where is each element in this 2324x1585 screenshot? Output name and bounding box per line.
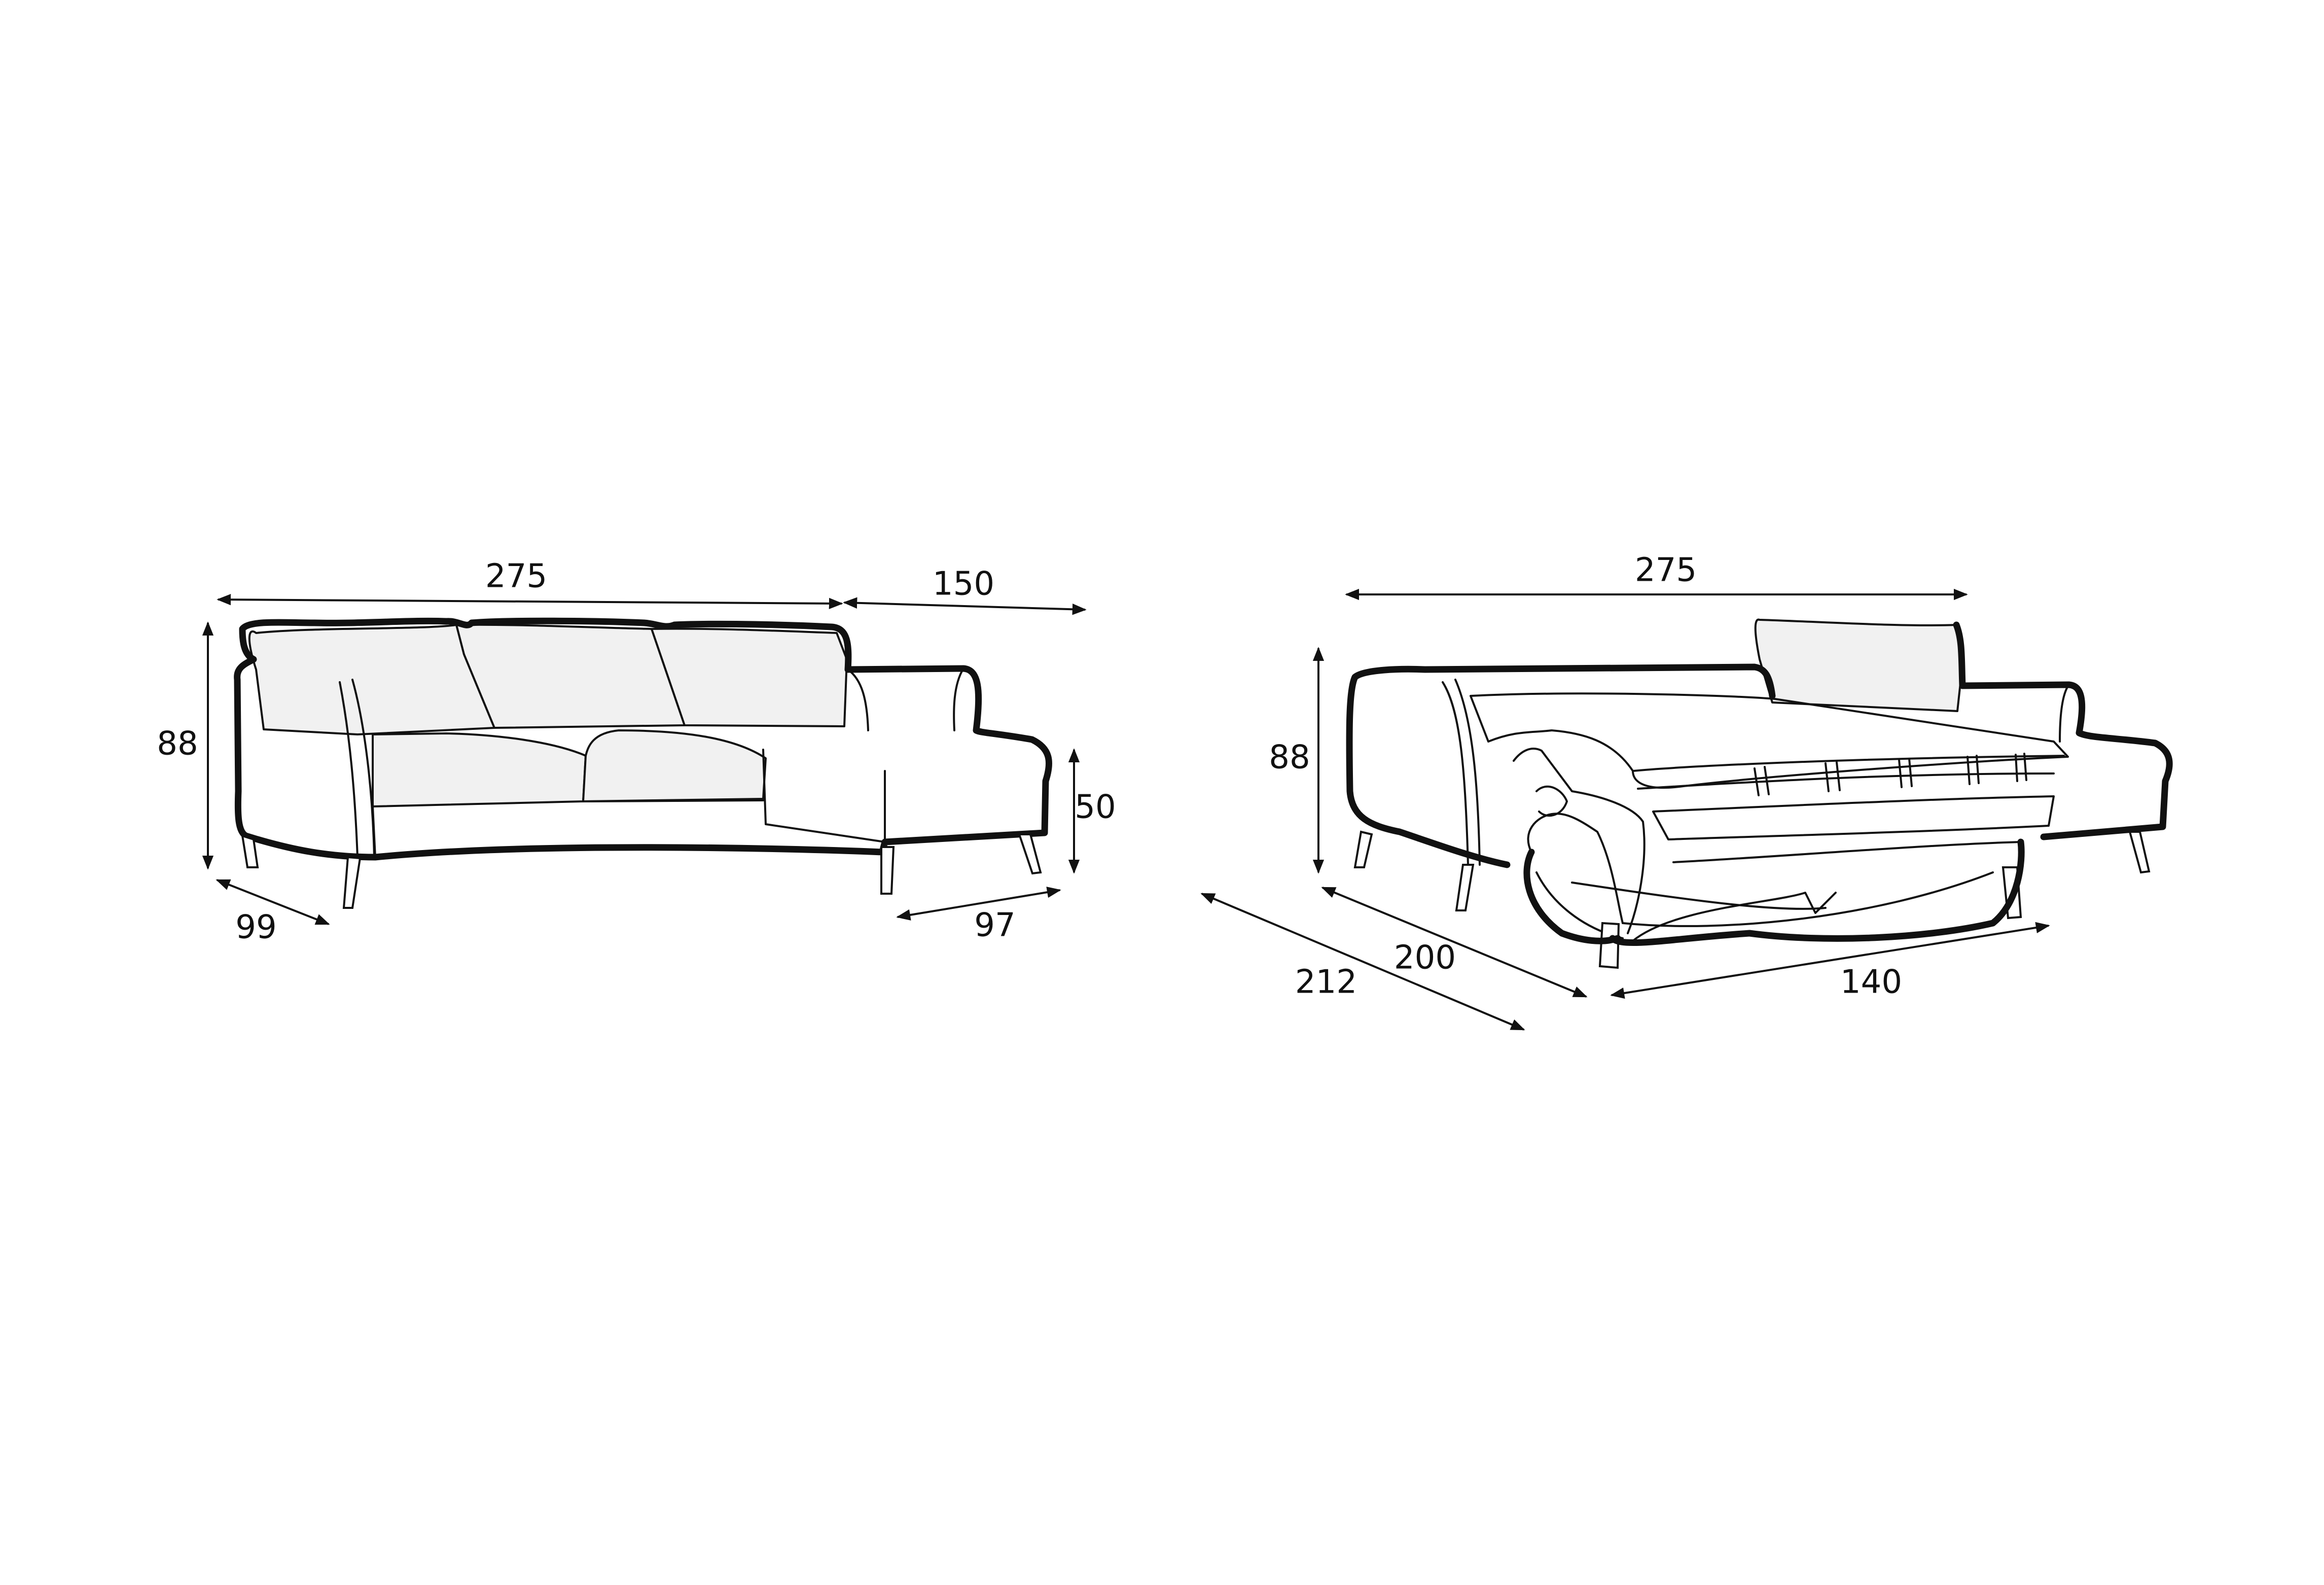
seat-cushion-left <box>372 732 587 807</box>
dimensions-closed: 275 150 88 50 99 97 <box>157 558 1116 946</box>
back-cushion-right-open <box>1754 618 1963 712</box>
dim-label-depth: 99 <box>235 909 276 946</box>
leg-open-front-left <box>1353 830 1373 868</box>
dim-label-seat-height: 50 <box>1075 789 1116 826</box>
dim-label-bed-length: 200 <box>1394 939 1456 977</box>
sofa-closed-drawing <box>234 617 1052 909</box>
dim-line-total-depth <box>1200 893 1525 1031</box>
leg-chaise-left <box>880 846 895 895</box>
dim-line-width-main <box>217 593 843 610</box>
dim-label-chaise-depth: 97 <box>974 907 1015 944</box>
dim-label-bed-width: 140 <box>1840 964 1902 1001</box>
dim-line-chaise-depth <box>896 887 1061 921</box>
dim-label-open-width: 275 <box>1635 552 1697 589</box>
back-cushion-right <box>651 627 848 727</box>
sofa-bed-open-drawing <box>1346 618 2173 969</box>
bed-straps <box>1754 753 2027 796</box>
leg-open-chaise-right <box>2128 831 2151 874</box>
dim-label-width-main: 275 <box>485 558 547 595</box>
dim-line-width-chaise <box>843 597 1087 615</box>
seat-cushion-middle <box>582 729 767 802</box>
leg-front-left <box>241 834 259 868</box>
folded-head-section <box>1527 813 1624 924</box>
chaise-top <box>762 749 1046 843</box>
dim-label-total-depth: 212 <box>1295 964 1357 1001</box>
back-cushion-middle <box>455 623 686 729</box>
dimensions-open: 275 88 200 212 140 <box>1200 552 2050 1031</box>
bed-frame-leg-left <box>1598 922 1620 969</box>
dim-label-open-height: 88 <box>1269 739 1310 777</box>
dim-label-height: 88 <box>157 725 198 763</box>
dim-line-bed-width <box>1610 922 2050 999</box>
dim-label-width-chaise: 150 <box>933 566 994 603</box>
back-cushion-left <box>248 624 495 735</box>
sofa-bed-outline <box>1346 621 2173 868</box>
sofa-closed-outline <box>234 617 1052 861</box>
leg-open-front-middle <box>1455 864 1475 911</box>
leg-front-middle <box>342 856 362 909</box>
dim-line-depth <box>216 879 330 925</box>
leg-chaise-right <box>1018 833 1042 875</box>
